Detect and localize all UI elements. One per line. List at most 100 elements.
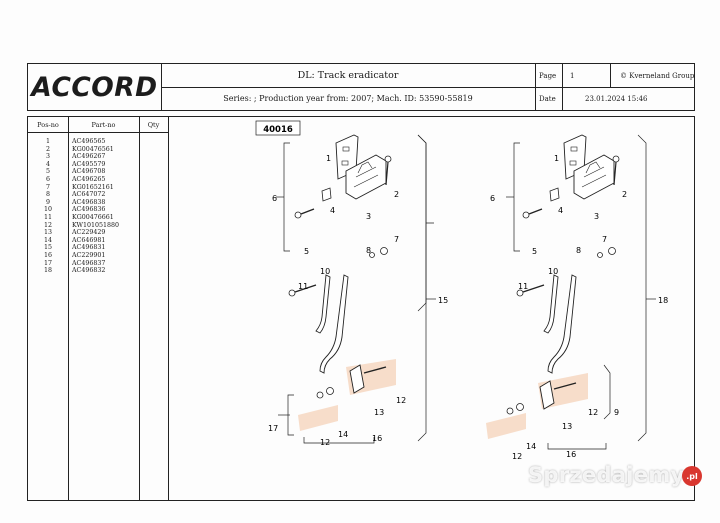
sheet-header: ACCORD DL: Track eradicator Series: ; Pr…: [27, 63, 695, 111]
label-16: 16: [372, 434, 382, 443]
label-8: 8: [576, 246, 581, 255]
label-7: 7: [602, 235, 607, 244]
label-8: 8: [366, 246, 371, 255]
series-text: Series: ; Production year from: 2007; Ma…: [223, 94, 473, 103]
table-row-pos: 18: [43, 267, 52, 275]
label-6: 6: [272, 194, 277, 203]
label-14: 14: [526, 442, 536, 451]
series-info: Series: ; Production year from: 2007; Ma…: [161, 87, 536, 110]
label-5: 5: [532, 247, 537, 256]
table-row-pos: 3: [45, 153, 50, 161]
label-14: 14: [338, 430, 348, 439]
table-row-part: AC496565: [72, 138, 106, 145]
table-row-pos: 15: [43, 244, 52, 252]
right-assembly: 1 2 3 4 5 6 7 8 9 10 11 12 12 13 14 16 1: [486, 134, 668, 461]
table-row-pos: 9: [45, 198, 50, 206]
page-label: Page: [539, 72, 557, 80]
table-row-pos: 8: [45, 191, 50, 199]
meta-divider: [610, 64, 611, 87]
label-11: 11: [518, 282, 528, 291]
label-18: 18: [658, 296, 668, 305]
table-row-part: AC496831: [72, 244, 106, 252]
label-2: 2: [394, 190, 399, 199]
column-divider: [139, 132, 140, 500]
page-number: 1: [570, 72, 575, 80]
table-row-pos: 2: [45, 145, 50, 153]
label-12: 12: [512, 452, 522, 461]
table-row-part: AC229901: [72, 251, 106, 259]
table-row-pos: 11: [43, 213, 52, 221]
label-12: 12: [588, 408, 598, 417]
exploded-diagram: 40016: [168, 117, 694, 500]
label-16: 16: [566, 450, 576, 459]
highlight-area: [298, 405, 338, 431]
figure-id-box: [255, 120, 301, 136]
table-row-part: AC496708: [72, 168, 106, 176]
label-2: 2: [622, 190, 627, 199]
table-row-part: KG00476561: [72, 145, 114, 153]
label-12: 12: [396, 396, 406, 405]
diagram-svg: 40016: [255, 120, 668, 461]
table-row-part: AC229429: [72, 229, 106, 237]
label-3: 3: [594, 212, 599, 221]
table-row-pos: 14: [43, 236, 52, 244]
table-row-pos: 5: [45, 168, 50, 176]
column-header-pos: Pos-no: [28, 117, 69, 133]
table-row-part: AC647072: [72, 191, 106, 199]
sheet-title: DL: Track eradicator: [161, 64, 536, 88]
date-value: 23.01.2024 15:46: [585, 95, 648, 103]
label-10: 10: [548, 267, 558, 276]
table-row-part: AC496838: [72, 198, 106, 206]
accord-logo: ACCORD: [28, 64, 162, 110]
label-9: 9: [614, 408, 619, 417]
table-row-pos: 4: [45, 160, 50, 168]
table-row-pos: 6: [45, 175, 50, 183]
table-row-pos: 10: [43, 206, 52, 214]
table-row-part: AC496837: [72, 259, 106, 267]
label-15: 15: [438, 296, 448, 305]
table-row-pos: 12: [43, 221, 52, 229]
label-6: 6: [490, 194, 495, 203]
table-row-part: KG01652161: [72, 183, 114, 191]
label-4: 4: [330, 206, 335, 215]
table-row-pos: 7: [45, 183, 50, 191]
label-10: 10: [320, 267, 330, 276]
table-row-part: AC496267: [72, 153, 106, 161]
table-row-pos: 1: [45, 138, 50, 145]
table-row-part: AC496265: [72, 175, 106, 183]
table-row-pos: 16: [43, 251, 52, 259]
table-row-pos: 13: [43, 229, 52, 237]
table-row-part: AC646981: [72, 236, 106, 244]
column-divider: [168, 132, 169, 500]
date-label: Date: [539, 95, 556, 103]
logo-text: ACCORD: [31, 71, 158, 103]
header-divider: [562, 64, 563, 110]
watermark-badge: .pl: [682, 466, 702, 486]
label-1: 1: [554, 154, 559, 163]
table-row-part: AC496836: [72, 206, 106, 214]
label-4: 4: [558, 206, 563, 215]
label-13: 13: [562, 422, 572, 431]
copyright-text: © Kverneland Group: [620, 72, 695, 80]
label-17: 17: [268, 424, 278, 433]
date-info: Date 23.01.2024 15:46: [535, 87, 695, 110]
table-row-part: KW101051880: [72, 221, 120, 229]
table-row-part: AC495579: [72, 160, 106, 168]
table-row-part: KG00476661: [72, 213, 114, 221]
watermark-text: Sprzedajemy: [528, 463, 685, 487]
label-3: 3: [366, 212, 371, 221]
label-13: 13: [374, 408, 384, 417]
left-assembly: 1 2 3 4 5 6 7 8 10 11 12 12 13 14 15 16: [268, 134, 448, 447]
column-header-part: Part-no: [68, 117, 140, 133]
table-row-pos: 17: [43, 259, 52, 267]
label-1: 1: [326, 154, 331, 163]
label-12: 12: [320, 438, 330, 447]
figure-id: 40016: [263, 125, 293, 135]
label-5: 5: [304, 247, 309, 256]
label-11: 11: [298, 282, 308, 291]
title-text: DL: Track eradicator: [297, 70, 399, 81]
